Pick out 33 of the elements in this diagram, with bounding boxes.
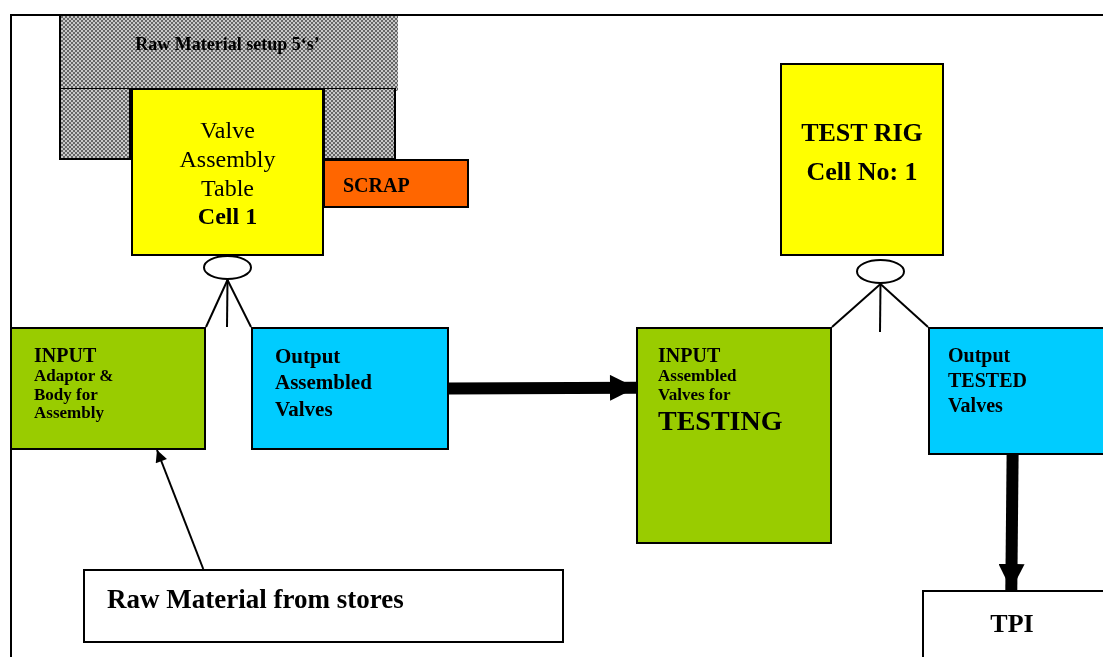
box-text: TESTING xyxy=(658,404,784,438)
box-title: Output TESTED Valves xyxy=(948,343,1028,418)
box-title: TEST RIG Cell No: 1 xyxy=(800,117,924,188)
process-box xyxy=(323,159,469,208)
box-title: Raw Material from stores xyxy=(107,583,405,616)
process-box xyxy=(251,327,449,450)
process-box xyxy=(780,63,944,256)
oval-junction xyxy=(203,255,252,280)
process-box xyxy=(131,88,324,256)
box-title: Valve Assembly Table xyxy=(178,116,277,203)
connector-line xyxy=(226,279,252,328)
arrow xyxy=(998,454,1025,591)
process-box xyxy=(922,590,1103,657)
box-title: SCRAP xyxy=(343,173,411,197)
box-title: INPUT xyxy=(34,343,98,367)
arrow xyxy=(155,449,205,570)
connector-line xyxy=(831,283,882,328)
arrow xyxy=(448,374,637,401)
box-title: INPUT xyxy=(658,343,722,367)
box-title: TPI xyxy=(989,608,1035,640)
oval-junction xyxy=(856,259,905,284)
box-title: Output Assembled Valves xyxy=(275,343,373,422)
box-text: Cell 1 xyxy=(196,202,259,232)
box-text: Assembled Valves for xyxy=(658,367,738,405)
process-box xyxy=(83,569,564,643)
process-box xyxy=(636,327,832,544)
connector-line xyxy=(879,283,882,333)
connector-line xyxy=(879,283,929,328)
box-text: Adaptor & Body for Assembly xyxy=(34,367,115,424)
connector-line xyxy=(226,279,229,328)
process-box xyxy=(928,327,1103,455)
connector-line xyxy=(205,279,229,328)
process-box xyxy=(10,327,206,450)
